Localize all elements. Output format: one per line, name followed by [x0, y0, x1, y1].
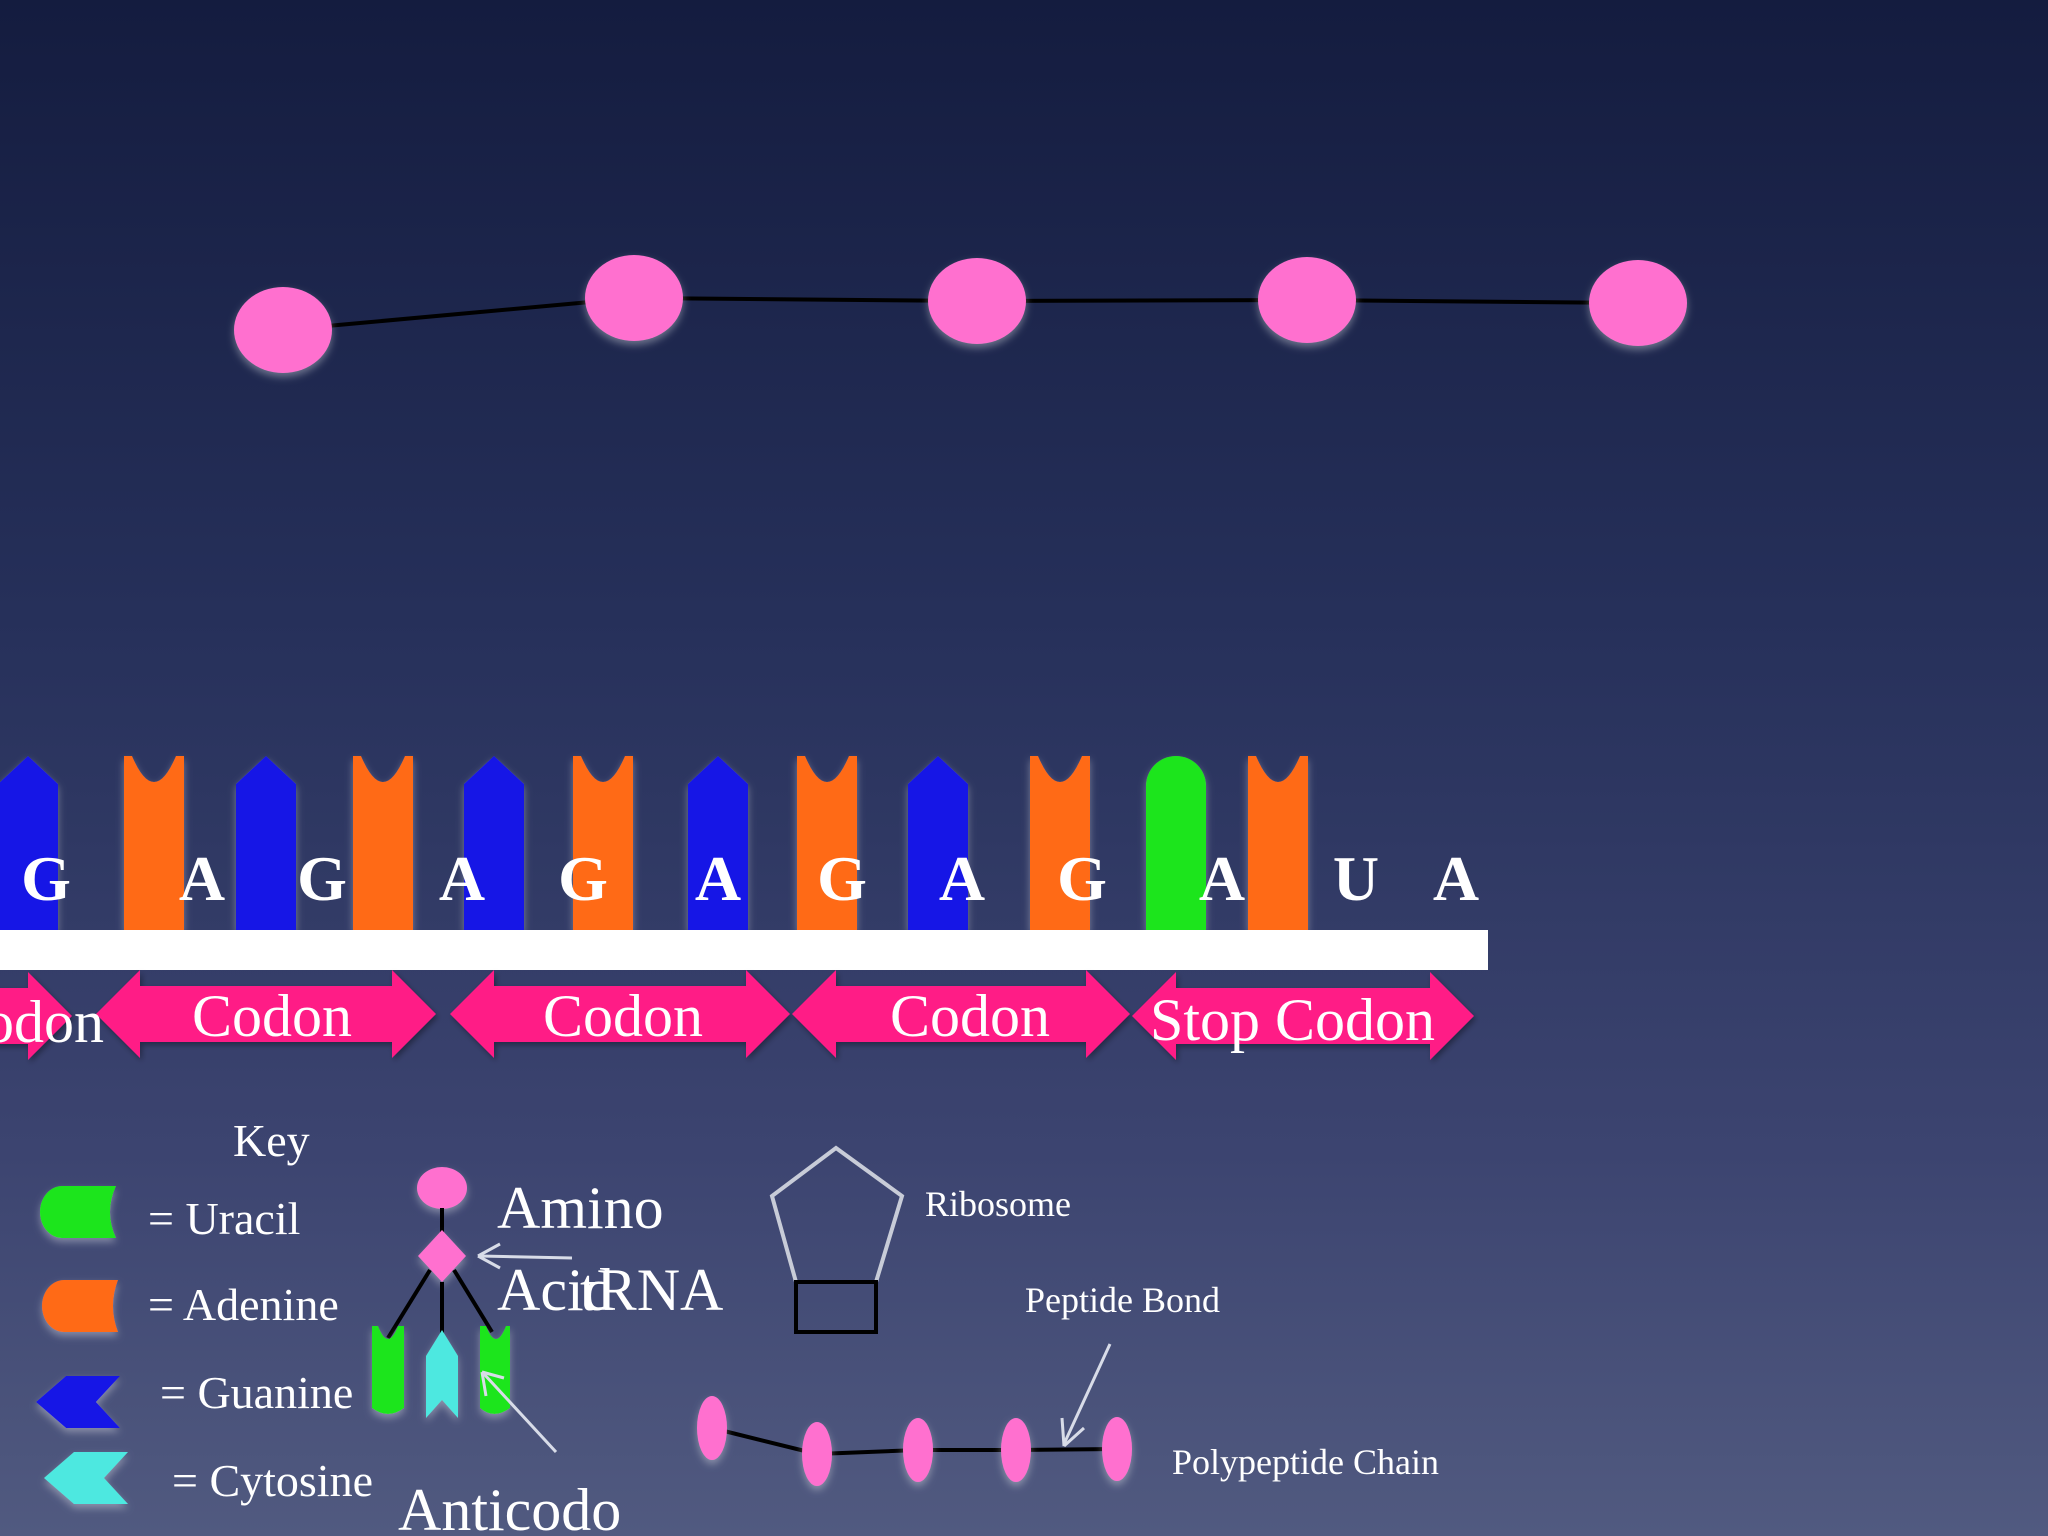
trna-arm-line [386, 1268, 432, 1340]
guanine-base [236, 756, 296, 930]
polypeptide-bond-line [1015, 1447, 1118, 1452]
guanine-base [464, 756, 524, 930]
amino-acid-circle [1589, 260, 1687, 346]
polypeptide-amino-acid [802, 1422, 832, 1486]
base-letter: A [1199, 843, 1245, 914]
base-letter: U [1333, 843, 1379, 914]
anticodon-uracil-base [480, 1326, 510, 1414]
key-cytosine-label: = Cytosine [172, 1455, 374, 1506]
amino-acid-circle [928, 258, 1026, 344]
codon-arrow [0, 972, 72, 1060]
amino-acid-circle [234, 287, 332, 373]
peptide-bond-pointer-arrowhead [1060, 1417, 1086, 1448]
base-letter: A [695, 843, 741, 914]
peptide-bond-line [282, 296, 635, 332]
uracil-base [1146, 756, 1206, 930]
polypeptide-amino-acid [903, 1418, 933, 1482]
codon-label: Codon [543, 983, 704, 1049]
polypeptide-chain-label: Polypeptide Chain [1172, 1442, 1439, 1482]
trna-body-diamond [418, 1230, 466, 1282]
ribosome-rect [794, 1280, 878, 1334]
peptide-bond-pointer-line [1062, 1343, 1112, 1445]
base-letter: G [21, 843, 71, 914]
ribosome-label: Ribosome [925, 1184, 1072, 1224]
mrna-strand [0, 930, 1488, 970]
codon-arrow [96, 970, 436, 1058]
anticodon-cytosine-base [426, 1330, 458, 1418]
anticodon-uracil-base [372, 1326, 404, 1414]
adenine-base [124, 756, 184, 930]
stop-codon-label: Stop Codon [1150, 987, 1436, 1053]
base-letter: A [1433, 843, 1479, 914]
stop-codon-arrow [1132, 972, 1474, 1060]
key-uracil-label: = Uracil [148, 1193, 301, 1244]
adenine-base [1248, 756, 1308, 930]
base-letter: A [939, 843, 985, 914]
base-letter: G [558, 843, 608, 914]
polypeptide-bond-line [816, 1448, 919, 1456]
base-letter: A [179, 843, 225, 914]
trna-label: tRNA [580, 1257, 724, 1323]
peptide-bond-label: Peptide Bond [1025, 1280, 1220, 1320]
key-adenine-label: = Adenine [148, 1279, 339, 1330]
amino-acid-circle [1258, 257, 1356, 343]
codon-label: odon [0, 989, 104, 1055]
guanine-base [688, 756, 748, 930]
amino-acid-label-line2: Acid [497, 1257, 614, 1323]
guanine-base [908, 756, 968, 930]
trna-arm-line [452, 1268, 494, 1334]
key-guanine-label: = Guanine [160, 1367, 354, 1418]
pointer-arrowhead [480, 1370, 505, 1397]
base-letter: G [1057, 843, 1107, 914]
peptide-bond-line [1306, 298, 1639, 305]
base-letter: G [817, 843, 867, 914]
polypeptide-bond-line [711, 1426, 818, 1456]
adenine-base [353, 756, 413, 930]
amino-acid-icon [417, 1167, 467, 1209]
peptide-bond-line [976, 298, 1308, 303]
adenine-key-icon [42, 1280, 118, 1332]
adenine-base [797, 756, 857, 930]
anticodon-label: Anticodo [398, 1477, 622, 1536]
base-letter: A [439, 843, 485, 914]
uracil-key-icon [40, 1186, 116, 1238]
base-letter: G [297, 843, 347, 914]
cytosine-key-icon [44, 1452, 128, 1504]
codon-arrow [450, 970, 790, 1058]
adenine-base [573, 756, 633, 930]
codon-label: Codon [192, 983, 353, 1049]
ribosome-pentagon [769, 1145, 905, 1284]
amino-acid-circle [585, 255, 683, 341]
codon-arrow [792, 970, 1130, 1058]
peptide-bond-line [633, 296, 978, 303]
pointer-arrowhead [477, 1242, 501, 1270]
codon-label: Codon [890, 983, 1051, 1049]
guanine-key-icon [36, 1376, 120, 1428]
polypeptide-amino-acid [1102, 1417, 1132, 1481]
guanine-base [0, 756, 58, 930]
pointer-arrow-line [482, 1372, 558, 1454]
amino-acid-label-line1: Amino [497, 1175, 664, 1241]
polypeptide-amino-acid [697, 1396, 727, 1460]
key-title: Key [233, 1115, 310, 1166]
adenine-base [1030, 756, 1090, 930]
pointer-arrow-line [479, 1254, 573, 1260]
polypeptide-amino-acid [1001, 1418, 1031, 1482]
